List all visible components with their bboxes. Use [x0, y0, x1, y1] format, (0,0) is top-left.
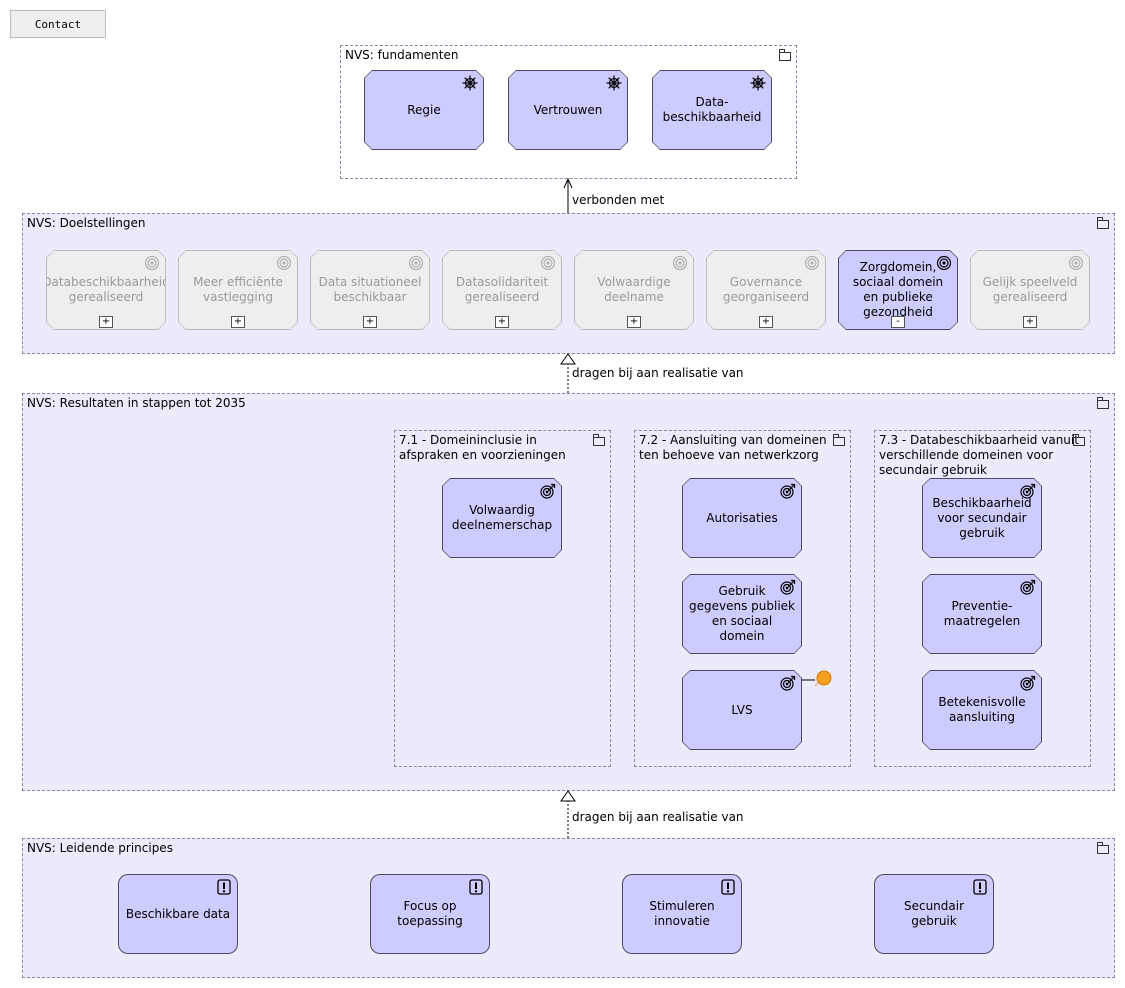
element-label: Datasolidariteit gerealiseerd — [455, 275, 549, 304]
element-label: Autorisaties — [706, 510, 778, 525]
element-label: Vertrouwen — [533, 102, 603, 117]
outcome-icon — [780, 675, 796, 691]
outcome-element[interactable]: LVS — [682, 670, 802, 750]
dragen1-label: dragen bij aan realisatie van — [572, 366, 744, 380]
element-label: Meer efficiënte vastlegging — [193, 275, 283, 304]
outcome-element[interactable]: Betekenisvolle aansluiting — [922, 670, 1042, 750]
expand-toggle[interactable]: + — [627, 316, 641, 328]
goal-element[interactable]: Datasolidariteit gerealiseerd + — [442, 250, 562, 330]
dragen1-arrowhead — [560, 353, 576, 365]
group-title: NVS: Doelstellingen — [27, 216, 146, 230]
expand-toggle[interactable]: + — [363, 316, 377, 328]
goal-icon — [672, 255, 688, 271]
outcome-icon — [780, 579, 796, 595]
outcome-icon — [1020, 483, 1036, 499]
folder-icon — [1097, 842, 1109, 854]
principle-icon — [468, 879, 484, 895]
goal-element[interactable]: Databeschikbaarheid gerealiseerd+ — [46, 250, 166, 330]
element-label: Databeschikbaarheid gerealiseerd — [42, 275, 170, 304]
outcome-element[interactable]: Preventie- maatregelen — [922, 574, 1042, 654]
folder-icon — [1097, 217, 1109, 229]
outcome-icon — [1020, 579, 1036, 595]
folder-icon — [779, 49, 791, 61]
driver-element[interactable]: Data- beschikbaarheid — [652, 70, 772, 150]
element-label: Beschikbare data — [125, 906, 231, 921]
principle-icon — [216, 879, 232, 895]
expand-toggle[interactable]: + — [495, 316, 509, 328]
element-label: Zorgdomein, sociaal domein en publieke g… — [852, 260, 944, 319]
outcome-icon — [540, 483, 556, 499]
group-title: NVS: fundamenten — [345, 48, 459, 62]
dragen2-label: dragen bij aan realisatie van — [572, 810, 744, 824]
element-label: Stimuleren innovatie — [649, 899, 715, 928]
goal-element[interactable]: Data situationeel beschikbaar + — [310, 250, 430, 330]
goal-element[interactable]: Governance georganiseerd + — [706, 250, 826, 330]
folder-icon — [593, 434, 605, 446]
element-label: Volwaardige deelname — [597, 275, 671, 304]
group-title: NVS: Resultaten in stappen tot 2035 — [27, 396, 246, 410]
goal-icon — [804, 255, 820, 271]
element-label: Data- beschikbaarheid — [662, 95, 762, 124]
element-label: Data situationeel beschikbaar — [318, 275, 422, 304]
principle-element[interactable]: Beschikbare data — [118, 874, 238, 954]
expand-toggle[interactable]: + — [231, 316, 245, 328]
dragen2-arrowhead — [560, 790, 576, 802]
goal-icon — [276, 255, 292, 271]
goal-element[interactable]: Meer efficiënte vastlegging + — [178, 250, 298, 330]
driver-element[interactable]: Regie — [364, 70, 484, 150]
element-label: Gelijk speelveld gerealiseerd — [982, 275, 1078, 304]
goal-element[interactable]: Gelijk speelveld gerealiseerd + — [970, 250, 1090, 330]
element-label: Beschikbaarheid voor secundair gebruik — [932, 495, 1032, 540]
group-title: NVS: Leidende principes — [27, 841, 173, 855]
verbonden-label: verbonden met — [572, 193, 665, 207]
expand-toggle[interactable]: + — [1023, 316, 1037, 328]
element-label: Volwaardig deelnemerschap — [451, 503, 553, 532]
principle-icon — [972, 879, 988, 895]
folder-icon — [1073, 434, 1085, 446]
goal-element[interactable]: Volwaardige deelname + — [574, 250, 694, 330]
element-label: Gebruik gegevens publiek en sociaal dome… — [689, 584, 795, 643]
element-label: Governance georganiseerd — [722, 275, 810, 304]
outcome-element[interactable]: Gebruik gegevens publiek en sociaal dome… — [682, 574, 802, 654]
outcome-icon — [780, 483, 796, 499]
principle-element[interactable]: Stimuleren innovatie — [622, 874, 742, 954]
element-label: Focus op toepassing — [397, 899, 463, 928]
outcome-element[interactable]: Beschikbaarheid voor secundair gebruik — [922, 478, 1042, 558]
outcome-icon — [1020, 675, 1036, 691]
goal-icon — [936, 255, 952, 271]
outcome-element[interactable]: Volwaardig deelnemerschap — [442, 478, 562, 558]
goal-icon — [540, 255, 556, 271]
element-label: Secundair gebruik — [903, 899, 965, 928]
element-label: Regie — [407, 102, 441, 117]
expand-toggle[interactable]: + — [99, 316, 113, 328]
folder-icon — [833, 434, 845, 446]
goal-icon — [144, 255, 160, 271]
verbonden-arrowhead — [563, 177, 573, 189]
element-label: LVS — [731, 702, 753, 717]
expand-toggle[interactable]: + — [759, 316, 773, 328]
group-title: 7.3 - Databeschikbaarheid vanuit verschi… — [879, 433, 1079, 477]
driver-icon — [606, 75, 622, 91]
element-label: Betekenisvolle aansluiting — [938, 695, 1026, 724]
expand-toggle[interactable]: - — [891, 316, 905, 328]
folder-icon — [1097, 397, 1109, 409]
driver-icon — [750, 75, 766, 91]
principle-element[interactable]: Focus op toepassing — [370, 874, 490, 954]
driver-element[interactable]: Vertrouwen — [508, 70, 628, 150]
goal-element[interactable]: Zorgdomein, sociaal domein en publieke g… — [838, 250, 958, 330]
element-label: Preventie- maatregelen — [943, 599, 1021, 628]
group-title: 7.1 - Domeininclusie in afspraken en voo… — [399, 433, 566, 462]
goal-icon — [408, 255, 424, 271]
contact-button[interactable]: Contact — [10, 10, 106, 38]
group-title: 7.2 - Aansluiting van domeinen ten behoe… — [639, 433, 827, 462]
goal-icon — [1068, 255, 1084, 271]
driver-icon — [462, 75, 478, 91]
principle-element[interactable]: Secundair gebruik — [874, 874, 994, 954]
outcome-element[interactable]: Autorisaties — [682, 478, 802, 558]
principle-icon — [720, 879, 736, 895]
